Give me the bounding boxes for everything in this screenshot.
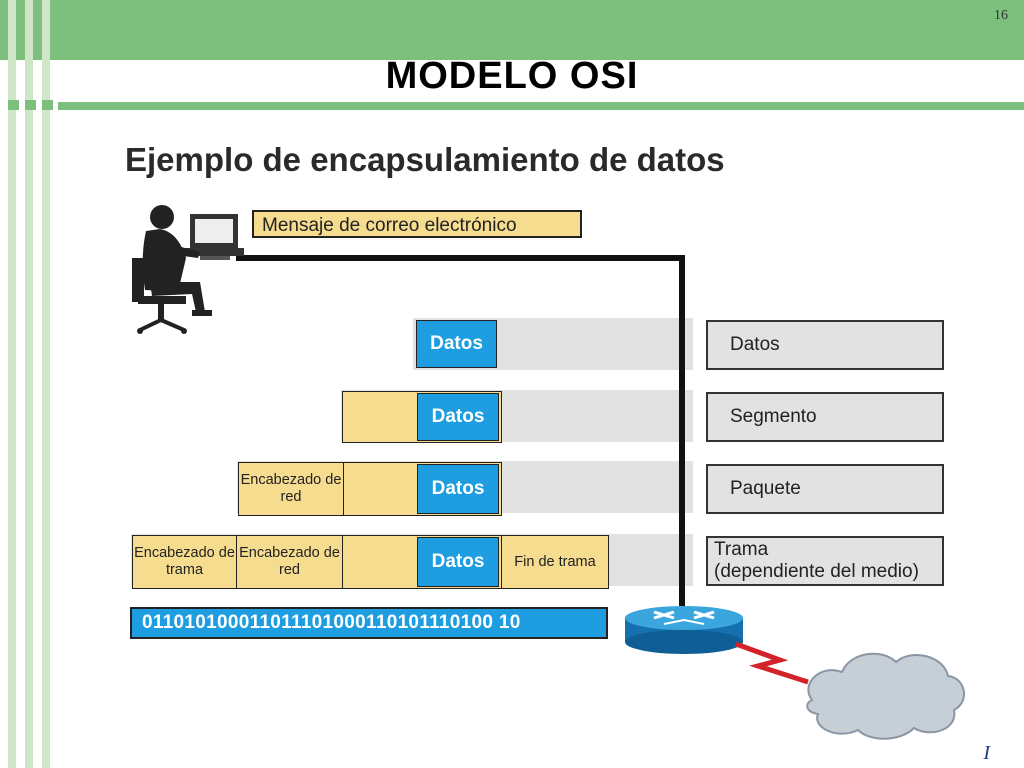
figure-title: Ejemplo de encapsulamiento de datos [125, 141, 725, 178]
layer-label-packet: Paquete [706, 464, 944, 514]
title-rule [58, 102, 1024, 110]
data-block: Datos [417, 393, 499, 441]
layer-label-frame: Trama (dependiente del medio) [706, 536, 944, 586]
decor-stripe [42, 0, 50, 768]
data-block: Datos [417, 464, 499, 514]
network-header-block: Encabezado de red [236, 535, 343, 589]
slide-number: 16 [994, 8, 1008, 23]
serial-link-icon [735, 641, 809, 685]
connection-line [236, 255, 685, 606]
decor-dash [25, 100, 36, 110]
email-message-label: Mensaje de correo electrónico [252, 210, 582, 238]
slide-title: MODELO OSI [385, 55, 639, 97]
binary-bitstream: 011010100011011101000110101110100 10 [130, 607, 608, 639]
frame-trailer-block: Fin de trama [501, 535, 609, 589]
layer-label-frame-line2: (dependiente del medio) [714, 561, 919, 582]
layer-label-segment: Segmento [706, 392, 944, 442]
layer-label-frame-line1: Trama [714, 539, 769, 561]
frame-header-block: Encabezado de trama [132, 535, 237, 589]
decor-dash [42, 100, 53, 110]
cloud-icon [806, 652, 965, 740]
decor-stripe [25, 0, 33, 768]
decor-stripe [8, 0, 16, 768]
user-at-computer-icon [132, 205, 244, 334]
top-banner [0, 0, 1024, 60]
data-block: Datos [416, 320, 497, 368]
router-icon [625, 606, 743, 654]
corner-mark: I [983, 742, 990, 764]
decor-dash [8, 100, 19, 110]
data-block: Datos [417, 537, 499, 587]
layer-label-data: Datos [706, 320, 944, 370]
